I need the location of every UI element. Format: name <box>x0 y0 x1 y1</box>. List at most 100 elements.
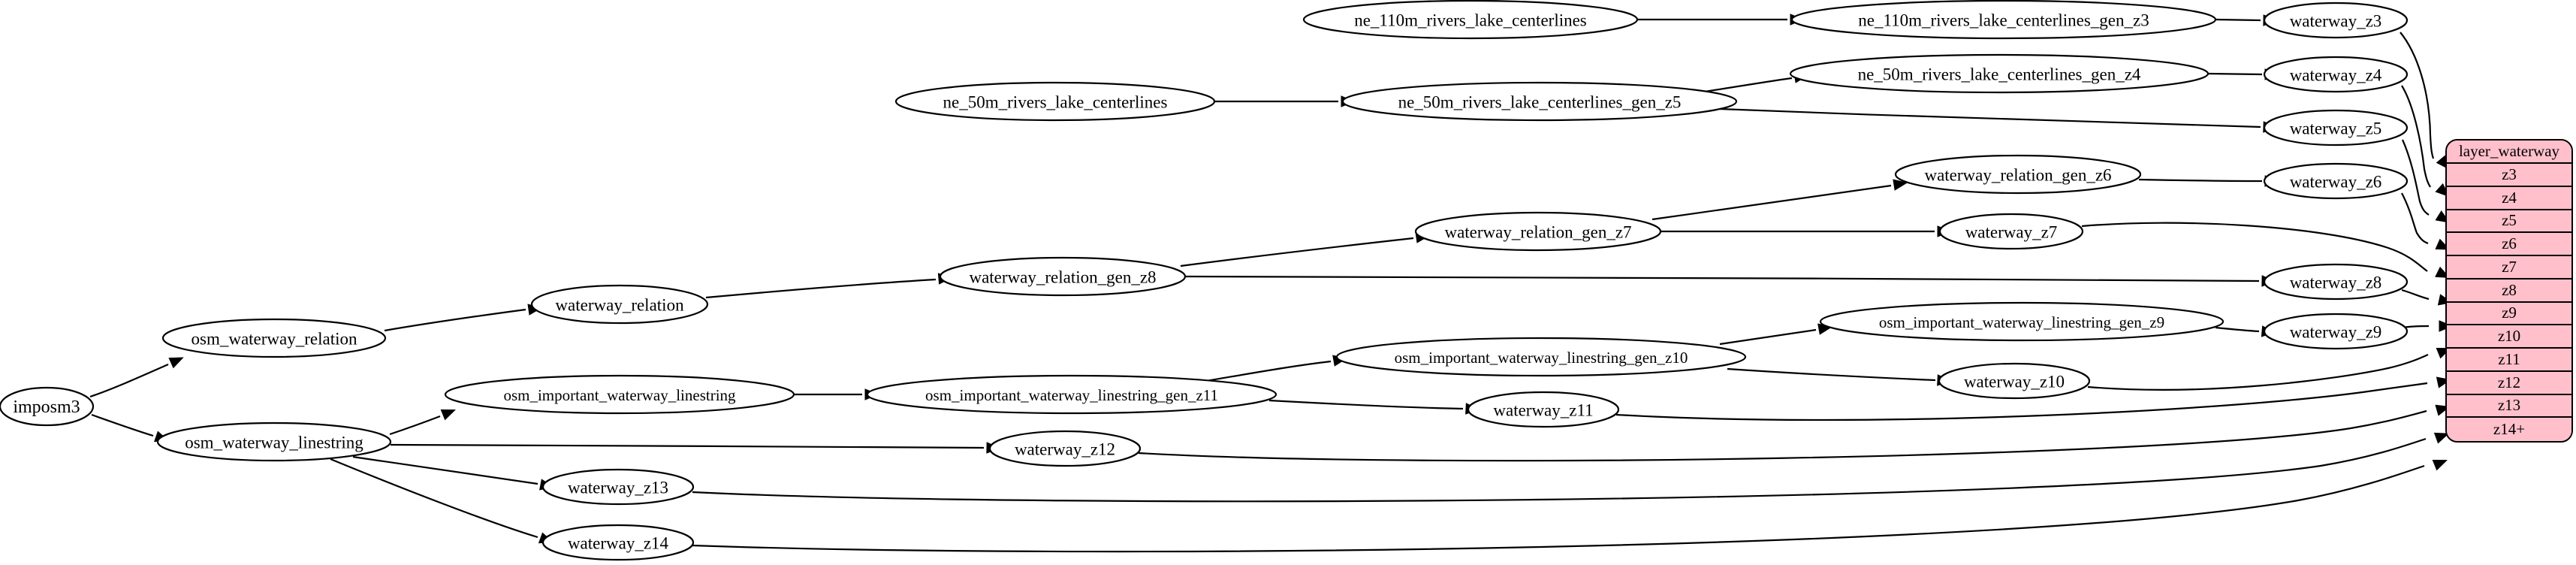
arrow-gen_z6-in-icon <box>1893 179 1908 191</box>
node-ne_50m_rivers_lake_centerlines_gen_z4[interactable]: ne_50m_rivers_lake_centerlines_gen_z4 <box>1789 53 2210 94</box>
node-label-osm_waterway_relation: osm_waterway_relation <box>192 330 357 349</box>
node-shape-ne_50m_rivers_lake_centerlines_gen_z4 <box>1789 53 2210 94</box>
node-label-waterway_z14: waterway_z14 <box>568 534 669 553</box>
node-ne_110m_rivers_lake_centerlines[interactable]: ne_110m_rivers_lake_centerlines <box>1302 0 1639 40</box>
node-osm_waterway_linestring[interactable]: osm_waterway_linestring <box>156 421 392 462</box>
arrow-osm_waterway_relation-icon <box>168 357 184 369</box>
edge-waterway_z13-to-record <box>692 437 2427 503</box>
node-waterway_relation_gen_z8[interactable]: waterway_relation_gen_z8 <box>939 256 1187 297</box>
edge-waterway_z6-to-record <box>2401 192 2429 245</box>
node-osm_waterway_relation[interactable]: osm_waterway_relation <box>161 318 387 358</box>
node-ne_50m_rivers_lake_centerlines[interactable]: ne_50m_rivers_lake_centerlines <box>894 81 1216 122</box>
node-osm_important_waterway_linestring[interactable]: osm_important_waterway_linestring <box>444 374 795 415</box>
record-row-z5[interactable]: z5 <box>2447 210 2571 234</box>
edge-waterway_z10-to-record <box>2087 353 2429 391</box>
node-shape-waterway_z8 <box>2263 263 2409 301</box>
node-label-ne_50m_rivers_lake_centerlines: ne_50m_rivers_lake_centerlines <box>943 93 1168 112</box>
record-row-z3[interactable]: z3 <box>2447 164 2571 187</box>
record-row-z7[interactable]: z7 <box>2447 256 2571 279</box>
record-row-z8[interactable]: z8 <box>2447 279 2571 303</box>
node-label-waterway_z13: waterway_z13 <box>568 479 668 497</box>
record-row-z6[interactable]: z6 <box>2447 233 2571 256</box>
node-waterway_z8[interactable]: waterway_z8 <box>2263 263 2409 301</box>
node-waterway_z4[interactable]: waterway_z4 <box>2263 56 2409 93</box>
node-waterway_relation[interactable]: waterway_relation <box>530 284 709 325</box>
node-label-waterway_z9: waterway_z9 <box>2290 323 2382 342</box>
edge-gen_z11-to-waterway_z11 <box>1268 399 1464 410</box>
node-shape-waterway_z13 <box>541 468 695 506</box>
node-label-ne_50m_rivers_lake_centerlines_gen_z5: ne_50m_rivers_lake_centerlines_gen_z5 <box>1398 93 1682 112</box>
node-shape-osm_important_waterway_linestring_gen_z11 <box>866 374 1277 415</box>
node-shape-imposm3 <box>0 386 95 427</box>
node-shape-waterway_z4 <box>2263 56 2409 93</box>
node-label-osm_waterway_linestring: osm_waterway_linestring <box>185 434 363 452</box>
edge-waterway_relation-to-gen_z8 <box>705 278 937 299</box>
node-imposm3[interactable]: imposm3 <box>0 386 95 427</box>
node-label-waterway_z6: waterway_z6 <box>2290 173 2382 192</box>
node-shape-waterway_z6 <box>2263 162 2409 200</box>
node-shape-waterway_z11 <box>1467 391 1620 428</box>
node-waterway_z6[interactable]: waterway_z6 <box>2263 162 2409 200</box>
node-osm_important_waterway_linestring_gen_z9[interactable]: osm_important_waterway_linestring_gen_z9 <box>1819 301 2225 342</box>
record-row-z12[interactable]: z12 <box>2447 371 2571 395</box>
record-row-z11[interactable]: z11 <box>2447 349 2571 372</box>
edge-imposm3-to-osm_waterway_linestring <box>91 413 154 437</box>
node-label-waterway_z12: waterway_z12 <box>1015 440 1115 459</box>
record-row-z9[interactable]: z9 <box>2447 302 2571 326</box>
node-waterway_relation_gen_z6[interactable]: waterway_relation_gen_z6 <box>1894 154 2142 195</box>
node-ne_110m_rivers_lake_centerlines_gen_z3[interactable]: ne_110m_rivers_lake_centerlines_gen_z3 <box>1790 0 2217 40</box>
node-shape-osm_waterway_relation <box>161 318 387 358</box>
node-label-waterway_relation_gen_z8: waterway_relation_gen_z8 <box>969 268 1156 287</box>
edge-ne50m_gen_z5-to-ne50m_gen_z4 <box>1704 77 1793 93</box>
arrow-osm_important_waterway_linestring-icon <box>440 409 456 421</box>
record-row-z13[interactable]: z13 <box>2447 394 2571 418</box>
edge-gen_z10-to-gen_z9 <box>1719 328 1817 346</box>
edge-osm_waterway_linestring-to-waterway_z14 <box>330 458 538 539</box>
node-shape-ne_50m_rivers_lake_centerlines_gen_z5 <box>1341 81 1738 122</box>
node-shape-waterway_relation <box>530 284 709 325</box>
edge-waterway_z8-to-record <box>2401 289 2430 301</box>
node-label-waterway_z11: waterway_z11 <box>1493 401 1593 420</box>
node-waterway_z14[interactable]: waterway_z14 <box>541 524 695 561</box>
node-shape-waterway_z10 <box>1938 362 2091 400</box>
node-label-ne_50m_rivers_lake_centerlines_gen_z4: ne_50m_rivers_lake_centerlines_gen_z4 <box>1858 65 2141 84</box>
edge-waterway_z14-to-record <box>692 464 2425 553</box>
nodes-layer: imposm3 osm_waterway_relation osm_waterway… <box>0 0 2409 561</box>
node-waterway_z5[interactable]: waterway_z5 <box>2263 109 2409 147</box>
node-shape-waterway_z12 <box>988 430 1142 467</box>
node-shape-waterway_z7 <box>1938 213 2084 250</box>
node-label-waterway_z8: waterway_z8 <box>2290 273 2382 292</box>
node-ne_50m_rivers_lake_centerlines_gen_z5[interactable]: ne_50m_rivers_lake_centerlines_gen_z5 <box>1341 81 1738 122</box>
edge-waterway_z7-to-record <box>2081 222 2428 272</box>
edge-gen_z9-to-waterway_z9 <box>2215 326 2260 333</box>
node-label-waterway_z5: waterway_z5 <box>2290 119 2382 138</box>
edge-osm_waterway_linestring-to-waterway_z13 <box>352 455 538 485</box>
edge-gen_z6-to-waterway_z6 <box>2138 178 2263 183</box>
node-osm_important_waterway_linestring_gen_z11[interactable]: osm_important_waterway_linestring_gen_z1… <box>866 374 1277 415</box>
node-label-waterway_z10: waterway_z10 <box>1964 373 2065 391</box>
node-waterway_z12[interactable]: waterway_z12 <box>988 430 1142 467</box>
edge-osm_waterway_linestring-to-waterway_z12 <box>390 443 985 449</box>
node-shape-osm_important_waterway_linestring_gen_z10 <box>1335 337 1747 377</box>
node-label-ne_110m_rivers_lake_centerlines_gen_z3: ne_110m_rivers_lake_centerlines_gen_z3 <box>1858 11 2149 30</box>
record-row-z4[interactable]: z4 <box>2447 186 2571 210</box>
node-shape-waterway_z9 <box>2263 313 2409 350</box>
node-waterway_relation_gen_z7[interactable]: waterway_relation_gen_z7 <box>1414 211 1662 252</box>
node-waterway_z3[interactable]: waterway_z3 <box>2263 2 2409 39</box>
node-waterway_z7[interactable]: waterway_z7 <box>1938 213 2084 250</box>
node-waterway_z11[interactable]: waterway_z11 <box>1467 391 1620 428</box>
record-row-z10[interactable]: z10 <box>2447 325 2571 349</box>
record-row-z14plus[interactable]: z14+ <box>2447 418 2571 441</box>
node-osm_important_waterway_linestring_gen_z10[interactable]: osm_important_waterway_linestring_gen_z1… <box>1335 337 1747 377</box>
edge-waterway_z5-to-record <box>2401 139 2430 216</box>
record-header-layer-waterway: layer_waterway <box>2447 140 2571 164</box>
node-label-waterway_z4: waterway_z4 <box>2290 66 2382 85</box>
node-waterway_z10[interactable]: waterway_z10 <box>1938 362 2091 400</box>
arrow-rec-z14-icon <box>2432 460 2448 471</box>
node-waterway_z13[interactable]: waterway_z13 <box>541 468 695 506</box>
node-waterway_z9[interactable]: waterway_z9 <box>2263 313 2409 350</box>
node-label-waterway_relation: waterway_relation <box>555 296 684 315</box>
